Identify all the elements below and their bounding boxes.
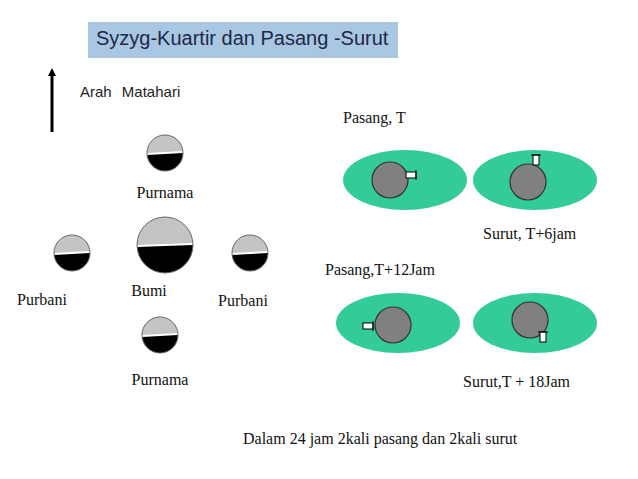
node-label: Bumi — [131, 281, 167, 300]
node-label: Pasang,T+12Jam — [325, 260, 435, 279]
moon-full: Purnama — [115, 128, 215, 206]
tide-ellipse: Pasang,T+12Jam — [320, 255, 475, 355]
node-label: Purnama — [137, 183, 194, 202]
node-label: Purbani — [218, 291, 268, 310]
tide-ellipse: Pasang, T — [340, 105, 470, 215]
moon-quarter: Purbani — [5, 228, 125, 312]
node-label: Surut,T + 18Jam — [463, 372, 570, 391]
earth-circle: Bumi — [120, 213, 210, 305]
tide-ellipse: Surut,T + 18Jam — [460, 288, 610, 396]
tide-ellipse: Surut, T+6jam — [470, 145, 610, 247]
node-label: Purbani — [17, 290, 67, 309]
node-label: Surut, T+6jam — [483, 224, 576, 243]
node-label: Purnama — [132, 370, 189, 389]
direction-label: Arah Matahari — [80, 83, 180, 100]
caption-note: Dalam 24 jam 2kali pasang dan 2kali suru… — [243, 430, 517, 448]
moon-full: Purnama — [110, 308, 210, 398]
moon-quarter: Purbani — [205, 228, 295, 312]
title-banner: Syzyg-Kuartir dan Pasang -Surut — [88, 22, 398, 58]
node-label: Pasang, T — [343, 108, 406, 127]
